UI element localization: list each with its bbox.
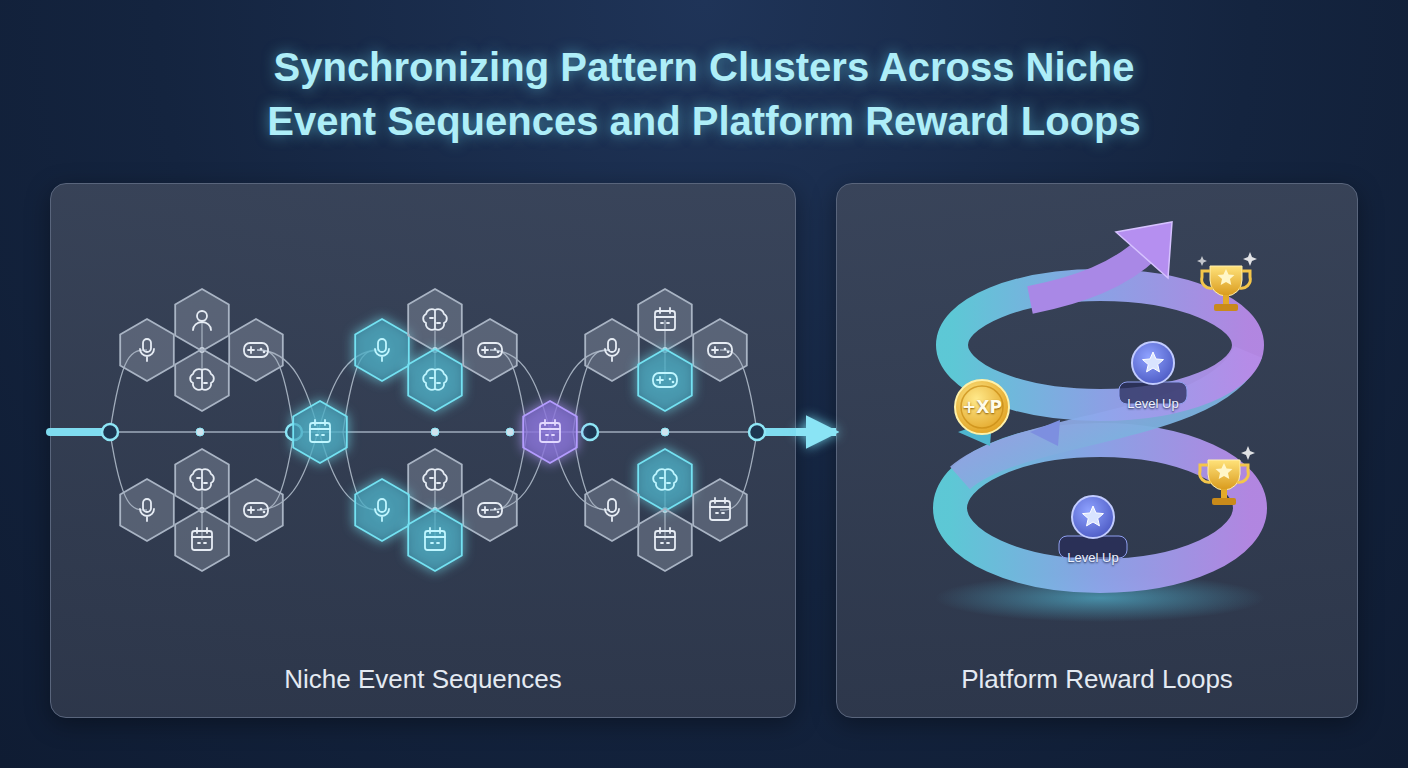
xp-coin: +XP (953, 378, 1011, 436)
flow-arrow (796, 428, 836, 436)
badge-label: Level Up (1053, 550, 1133, 566)
badge-label: Level Up (1113, 396, 1193, 412)
level-badge: Level Up (1053, 492, 1133, 568)
level-badge: Level Up (1113, 338, 1193, 414)
coin-label: +XP (953, 397, 1011, 417)
diagram-title: Synchronizing Pattern Clusters Across Ni… (104, 40, 1304, 148)
panel-label: Niche Event Sequences (51, 663, 795, 695)
panel-box: Niche Event Sequences (50, 183, 796, 718)
panel-box: Platform Reward Loops +XP Level Up Level Up (836, 183, 1358, 718)
panel-label: Platform Reward Loops (837, 663, 1357, 695)
